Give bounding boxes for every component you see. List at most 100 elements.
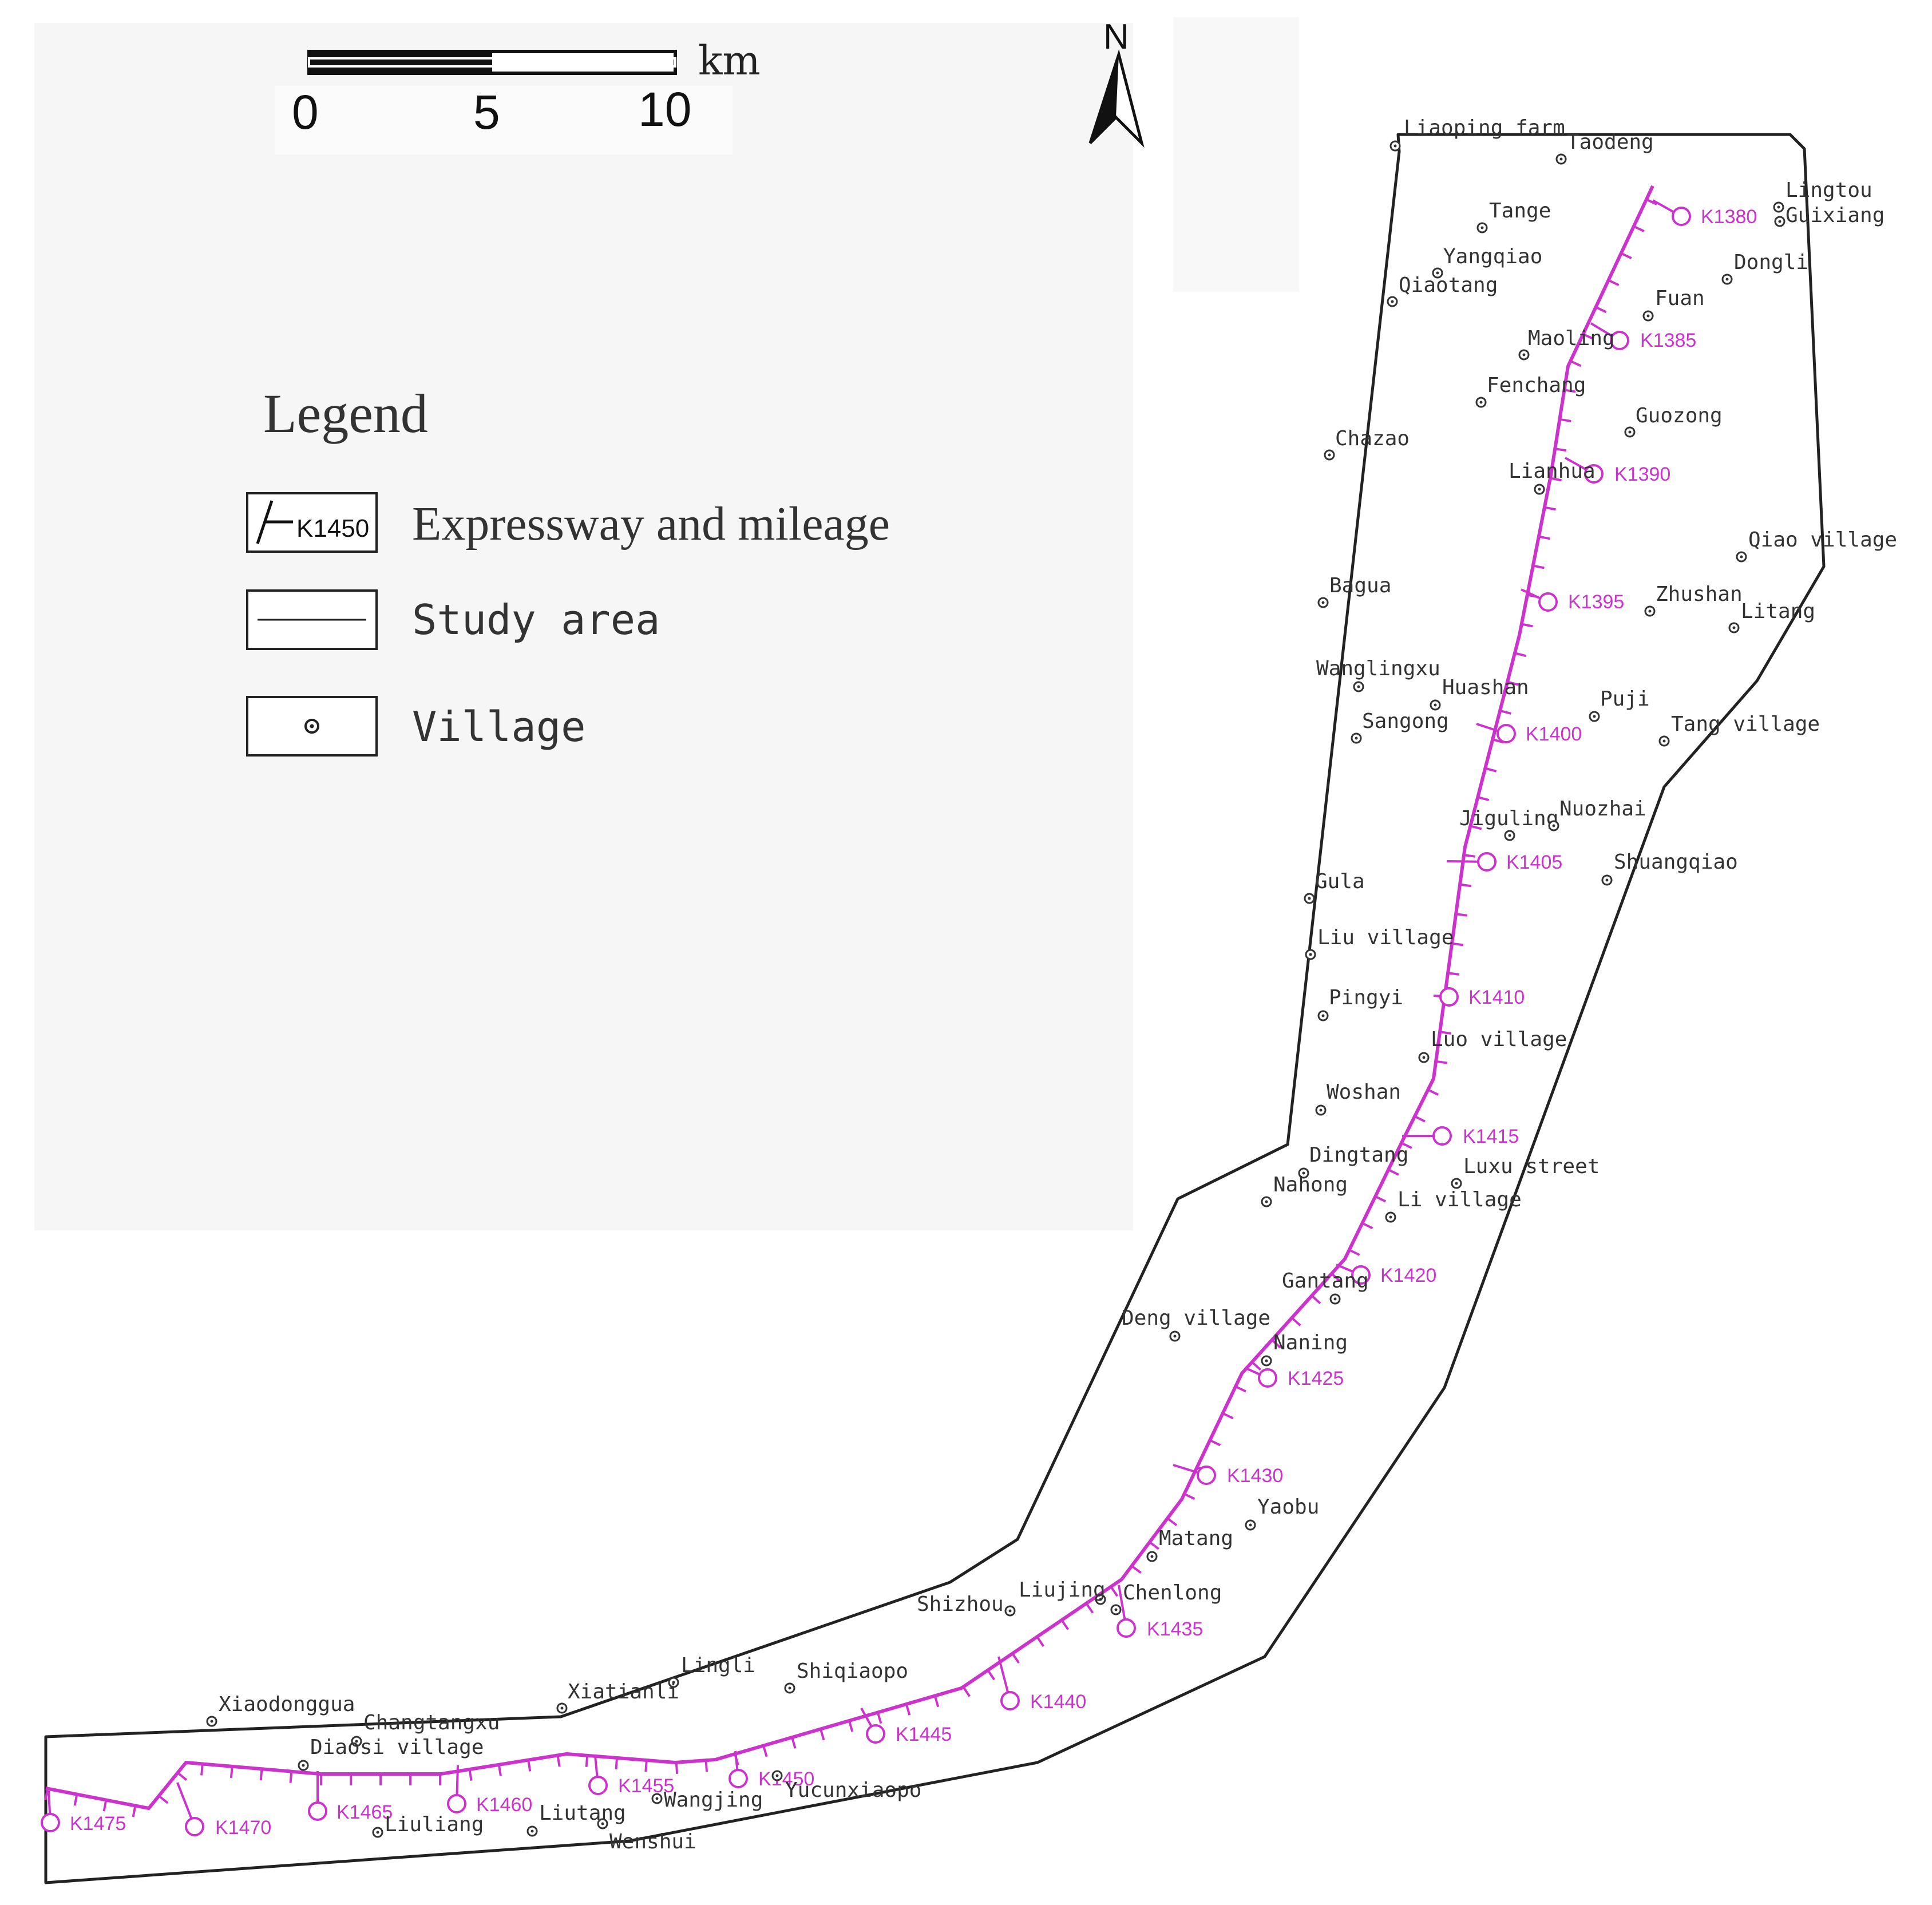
- village-pingyi-label: Pingyi: [1329, 986, 1403, 1009]
- expressway-tick-36: [1361, 1222, 1373, 1230]
- village-jiguling-label: Jiguling: [1459, 807, 1558, 830]
- village-shizhou-label: Shizhou: [917, 1593, 1004, 1616]
- mileage-k1460-label: K1460: [476, 1794, 532, 1816]
- village-diaosi-village: Diaosi village: [298, 1736, 484, 1771]
- expressway-tick-23: [1463, 854, 1476, 858]
- village-pingyi: Pingyi: [1317, 986, 1403, 1021]
- expressway-tick-85: [158, 1795, 169, 1804]
- expressway-line: [45, 185, 1654, 1810]
- village-xiatianli-label: Xiatianli: [568, 1680, 679, 1704]
- village-liu-village: Liu village: [1305, 926, 1454, 960]
- expressway-tick-0: [1646, 198, 1657, 205]
- village-bagua: Bagua: [1317, 574, 1391, 608]
- expressway-tick-16: [1514, 652, 1526, 658]
- expressway-tick-31: [1427, 1088, 1439, 1096]
- village-changtangxu: Changtangxu: [351, 1711, 500, 1747]
- village-yaobu: Yaobu: [1245, 1495, 1319, 1531]
- village-litang-label: Litang: [1741, 600, 1815, 623]
- villages: Liaoping farmTaodengLingtouGuixiangTange…: [206, 116, 1897, 1853]
- expressway-tick-66: [704, 1760, 708, 1772]
- village-gula: Gula: [1304, 870, 1365, 904]
- expressway-tick-27: [1447, 972, 1460, 976]
- village-lianhua: Lianhua: [1509, 460, 1596, 495]
- village-liujing: Liujing: [1019, 1578, 1106, 1605]
- village-nuozhai-label: Nuozhai: [1559, 797, 1646, 821]
- village-lingtou-label: Lingtou: [1785, 179, 1872, 202]
- village-yaobu-label: Yaobu: [1257, 1495, 1319, 1519]
- village-sangong: Sangong: [1351, 710, 1449, 744]
- village-qiaotang-label: Qiaotang: [1399, 274, 1498, 297]
- scale-tick-5: 5: [473, 85, 500, 139]
- legend: Legend K1450 Expressway and mileage Stud…: [246, 383, 890, 757]
- village-wenshui-label: Wenshui: [609, 1830, 696, 1853]
- village-fenchang: Fenchang: [1475, 374, 1586, 408]
- expressway-tick-3: [1608, 279, 1620, 287]
- village-xiatianli: Xiatianli: [556, 1680, 679, 1714]
- mileage-k1390-marker: [1584, 464, 1604, 484]
- expressway-tick-41: [1271, 1339, 1281, 1349]
- expressway-tick-10: [1550, 477, 1562, 482]
- study-area-boundary: [44, 133, 1826, 1884]
- village-dingtang-label: Dingtang: [1309, 1143, 1408, 1167]
- legend-expressway-sample: K1450: [296, 514, 369, 542]
- mileage-k1465-marker: [308, 1801, 327, 1821]
- mileage-k1425-marker: [1258, 1368, 1277, 1388]
- mileage-k1380-label: K1380: [1701, 206, 1757, 228]
- village-gantang: Gantang: [1282, 1269, 1369, 1305]
- mileage-k1420-marker: [1351, 1265, 1371, 1285]
- expressway-tick-64: [762, 1745, 768, 1757]
- background-wash: [34, 17, 1299, 1230]
- village-yangqiao: Yangqiao: [1432, 245, 1542, 279]
- mileage-k1390-label: K1390: [1614, 464, 1670, 485]
- scale-tick-0: 0: [292, 85, 319, 139]
- village-lianhua-label: Lianhua: [1509, 460, 1596, 483]
- mileage-k1385-marker: [1610, 331, 1629, 350]
- expressway-tick-13: [1533, 564, 1545, 569]
- expressway-tick-43: [1235, 1385, 1246, 1393]
- mileage-k1380-marker: [1672, 207, 1691, 226]
- village-luxu-street: Luxu street: [1451, 1155, 1600, 1189]
- legend-title: Legend: [263, 383, 428, 444]
- village-li-village-label: Li village: [1397, 1188, 1522, 1211]
- expressway-tick-53: [1060, 1619, 1070, 1630]
- expressway-tick-15: [1521, 623, 1533, 628]
- village-liaoping-farm: Liaoping farm: [1389, 116, 1565, 152]
- village-puji-label: Puji: [1600, 687, 1650, 711]
- mileage-k1445-label: K1445: [896, 1724, 952, 1745]
- village-chazao: Chazao: [1324, 427, 1410, 461]
- expressway-tick-11: [1544, 506, 1556, 511]
- expressway-tick-72: [527, 1760, 532, 1772]
- expressway-tick-48: [1166, 1517, 1178, 1526]
- expressway-tick-26: [1451, 942, 1464, 946]
- expressway-tick-44: [1222, 1412, 1234, 1420]
- village-huashan: Huashan: [1430, 676, 1529, 711]
- village-nahong: Nahong: [1261, 1173, 1348, 1207]
- village-liutang: Liutang: [526, 1801, 626, 1837]
- expressway-tick-1: [1633, 225, 1645, 232]
- expressway-tick-30: [1435, 1060, 1448, 1064]
- village-shizhou: Shizhou: [917, 1593, 1016, 1617]
- village-guixiang-label: Guixiang: [1785, 204, 1885, 227]
- legend-study-area-label: Study area: [412, 596, 660, 644]
- village-fuan: Fuan: [1642, 287, 1705, 322]
- expressway-tick-82: [229, 1766, 233, 1778]
- north-label: N: [1103, 17, 1129, 57]
- village-qiaotang: Qiaotang: [1387, 274, 1498, 307]
- village-liuliang-label: Liuliang: [385, 1813, 484, 1836]
- expressway-tick-32: [1414, 1115, 1426, 1123]
- expressway-tick-34: [1388, 1169, 1399, 1176]
- north-arrow: N: [1088, 17, 1145, 148]
- mileage-k1475-marker: [41, 1813, 60, 1832]
- expressway-tick-37: [1348, 1249, 1360, 1256]
- village-puji: Puji: [1589, 687, 1650, 722]
- village-changtangxu-label: Changtangxu: [363, 1711, 500, 1734]
- scale-tick-10: 10: [638, 82, 691, 136]
- village-gantang-label: Gantang: [1282, 1269, 1369, 1293]
- village-tange-label: Tange: [1489, 199, 1551, 223]
- village-gula-label: Gula: [1315, 870, 1365, 893]
- village-tang-village: Tang village: [1658, 712, 1820, 747]
- expressway-tick-39: [1311, 1294, 1321, 1305]
- expressway-tick-74: [468, 1769, 473, 1781]
- expressway-tick-73: [497, 1764, 502, 1776]
- expressway-tick-24: [1459, 883, 1472, 888]
